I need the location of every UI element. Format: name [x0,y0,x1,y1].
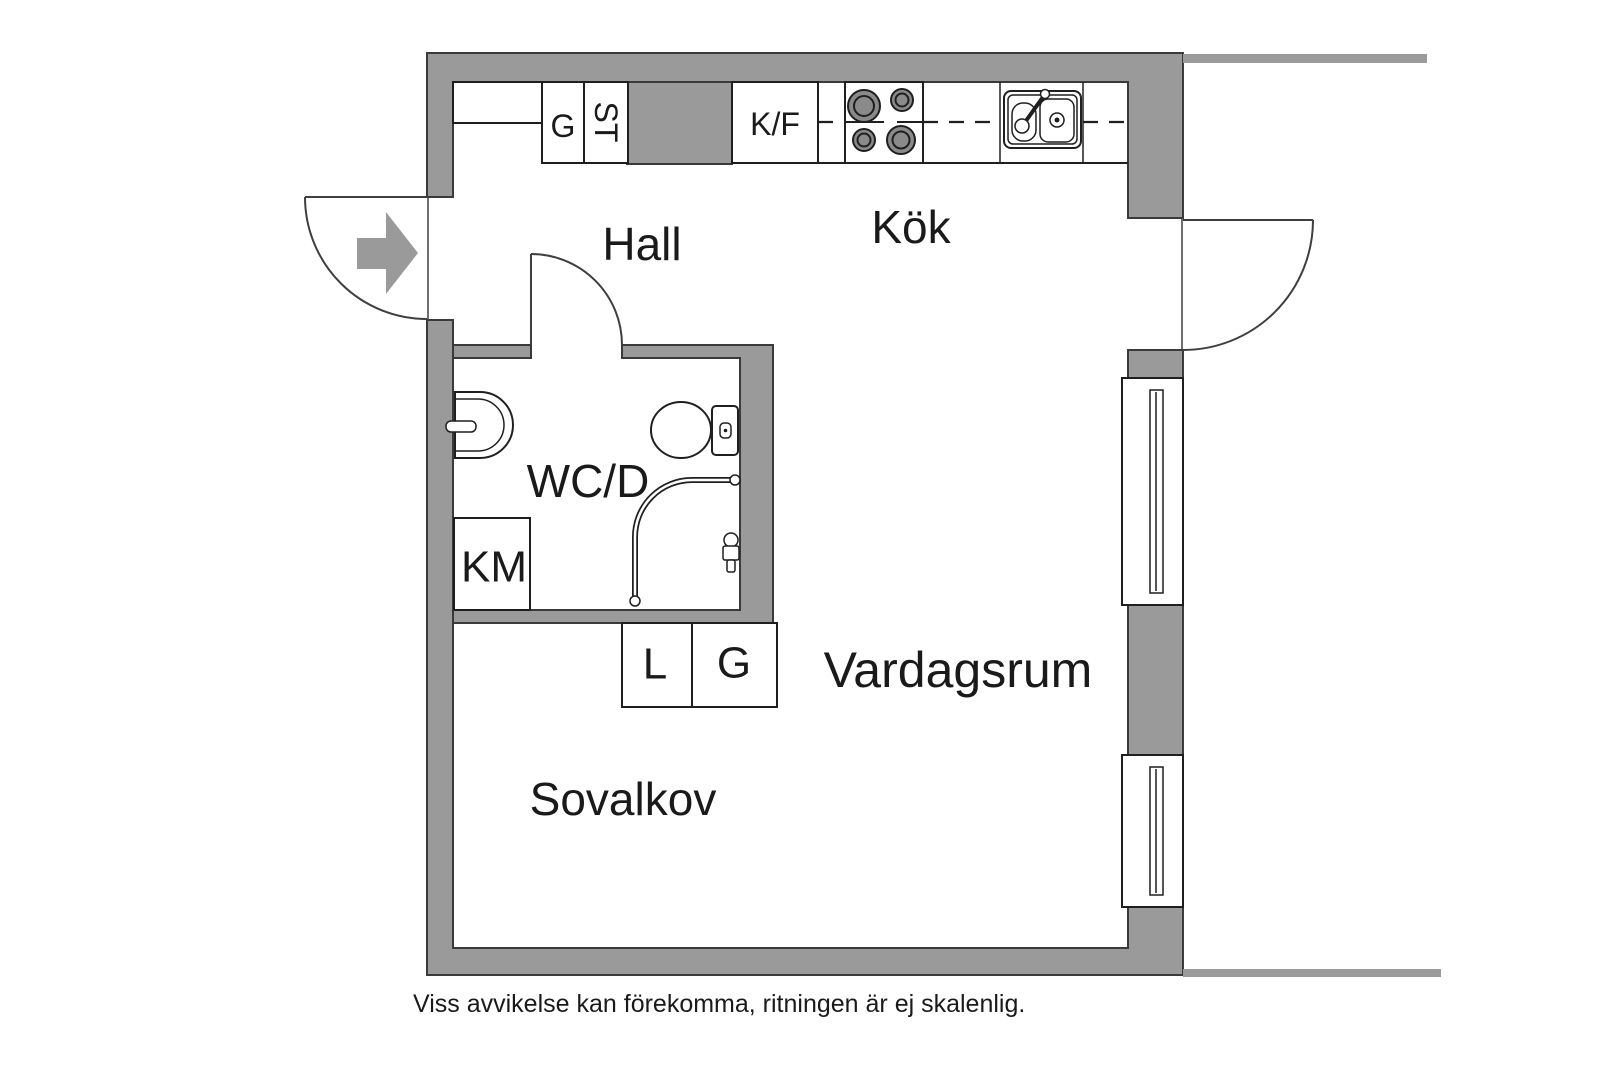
washing-machine-box [453,517,531,611]
bathroom-door-swing [530,253,623,346]
shower-mixer-foot [726,559,736,573]
wall-neighbour-bar-bottom [1183,969,1441,977]
shower-rail-end [729,474,741,486]
room-label-living-room: Vardagsrum [824,642,1093,698]
doors [304,196,1314,351]
shower-mixer-body [722,545,740,561]
bathroom-fixtures [445,391,741,611]
kitchen-row [452,81,1128,164]
walls [357,52,1441,977]
washbasin-icon [445,391,514,459]
hall-closet-g-box [541,81,585,164]
sink-drain-dot [1054,117,1060,123]
washbasin-tap [445,420,477,433]
sink-faucet-head [1039,88,1051,100]
stove-icon [844,81,924,164]
entry-door-swing [304,196,428,320]
burner [856,132,872,148]
room-label-kitchen: Kök [871,201,951,253]
label-hall-closet-g: G [551,108,576,144]
shower-rail-end [629,595,641,607]
balcony-door-swing [1182,219,1314,351]
wall-bathroom-top-left [452,344,532,359]
disclaimer-caption: Viss avvikelse kan förekomma, ritningen … [413,990,1025,1018]
fridge-freezer-box [731,81,819,164]
windows [1121,377,1184,908]
burner [894,92,910,108]
label-washing-machine: KM [461,543,527,592]
linen-closet-box [621,622,693,708]
shower-icon [629,474,741,607]
kitchen-sink-icon [1003,88,1082,149]
label-linen-closet: L [643,640,667,689]
label-fridge-freezer: K/F [750,106,800,142]
toilet-button-dot [723,428,728,433]
burner [891,130,911,150]
shower-rail-inner [633,478,735,600]
wall-right-segment-lower [1127,604,1184,756]
room-label-sleeping-alcove: Sovalkov [530,773,717,825]
labels: Hall Kök WC/D Vardagsrum Sovalkov G ST K… [413,102,1092,1018]
toilet-icon [650,401,739,459]
label-hall-closet-st: ST [588,102,624,143]
wall-perimeter-top [426,52,1184,219]
shower-mixer-knob [723,532,739,548]
sink-faucet-base [1014,118,1030,134]
wall-right-segment-upper [1127,349,1184,379]
entry-arrow-icon [357,212,418,294]
alcove-closet-box [691,622,778,708]
label-alcove-closet: G [717,639,751,688]
hall-closet-st-box [583,81,629,164]
toilet-bowl [650,401,712,459]
burner [853,95,875,117]
wall-neighbour-bar-top [1183,54,1427,63]
hall-niche [452,81,543,124]
washbasin-rim [455,398,505,452]
room-label-hall: Hall [602,218,681,270]
room-label-bathroom: WC/D [527,455,650,507]
wall-kitchen-chunk [626,81,733,165]
alcove-closets [621,622,778,708]
